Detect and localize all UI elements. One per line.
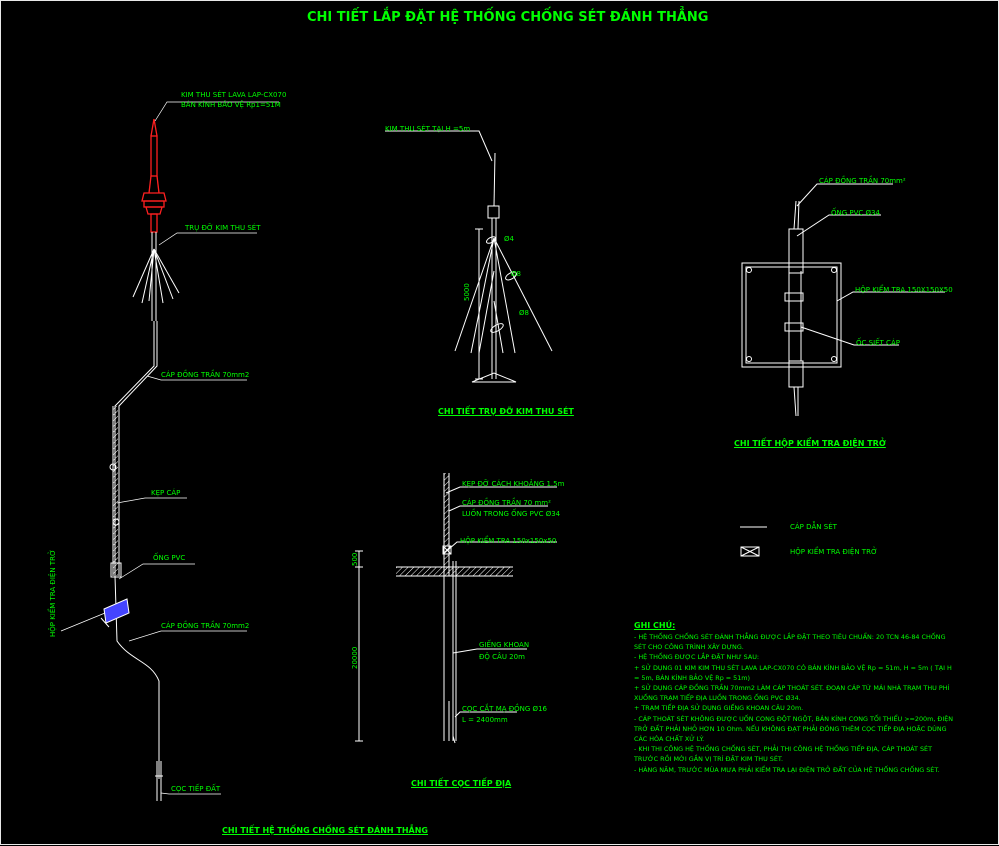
note-line: XUỐNG TRẠM TIẾP ĐỊA LUỒN TRONG ỐNG PVC Ø…	[634, 694, 801, 703]
ground-dim-top: 500	[351, 552, 359, 566]
note-line: TRƯỚC RỒI MỚI GẮN VỊ TRÍ ĐẶT KIM THU SÉT…	[634, 755, 784, 764]
mast-height-label: 5000	[463, 283, 471, 301]
test-box-left	[100, 598, 130, 628]
mast-left	[109, 232, 180, 801]
cable-top-label: CÁP ĐỒNG TRẦN 70mm2	[161, 371, 250, 379]
notes-block: GHI CHÚ: - HỆ THỐNG CHỐNG SÉT ĐÁNH THẲNG…	[634, 620, 974, 775]
note-line: - HỆ THỐNG CHỐNG SÉT ĐÁNH THẲNG ĐƯỢC LẮP…	[634, 633, 946, 641]
ground-dim-main: 20000	[351, 646, 359, 669]
box-label: HỘP KIỂM TRA 150X150X50	[855, 286, 953, 294]
cable-bottom-label: CÁP ĐỒNG TRẦN 70mm2	[161, 622, 250, 630]
system-caption: CHI TIẾT HỆ THỐNG CHỐNG SÉT ĐÁNH THẲNG	[222, 826, 428, 835]
mast-caption: CHI TIẾT TRỤ ĐỠ KIM THU SÉT	[438, 407, 574, 416]
mast-label: TRỤ ĐỠ KIM THU SÉT	[185, 224, 261, 232]
note-line: CÁC HÓA CHẤT XỬ LÝ.	[634, 735, 705, 744]
mast-rod-label: KIM THU SÉT TẠI H =5m	[385, 125, 471, 133]
mast-d1-label: Ø4	[504, 235, 514, 243]
note-line: - CÁP THOÁT SÉT KHÔNG ĐƯỢC UỐN CONG ĐỘT …	[634, 714, 954, 723]
legend-box-label: HỘP KIỂM TRA ĐIỆN TRỞ	[790, 548, 878, 556]
ground-conduit-label: LUỒN TRONG ỐNG PVC Ø34	[462, 510, 561, 518]
note-line: = 5m, BÁN KÍNH BẢO VỆ Rp = 51m)	[634, 673, 751, 682]
ground-rod-label: CỌC TIẾP ĐẤT	[171, 785, 221, 793]
note-line: - KHI THI CÔNG HỆ THỐNG CHỐNG SÉT, PHẢI …	[634, 745, 932, 754]
lightning-rod-red	[141, 118, 167, 233]
box-screw-label: ỐC SIẾT CÁP	[856, 339, 900, 347]
pvc-label: ỐNG PVC	[153, 554, 186, 562]
ground-well-label-1: GIẾNG KHOAN	[479, 641, 530, 649]
note-line: + SỬ DỤNG CÁP ĐỒNG TRẦN 70mm2 LÀM CÁP TH…	[634, 684, 950, 693]
box-detail-lines	[741, 183, 945, 417]
mast-detail-lines	[385, 130, 553, 383]
rod-label-1: KIM THU SÉT LAVA LAP-CX070	[181, 91, 287, 99]
drawing-title: CHI TIẾT LẮP ĐẶT HỆ THỐNG CHỐNG SÉT ĐÁNH…	[307, 10, 709, 25]
leaders-left	[60, 101, 279, 795]
legend-lines	[740, 526, 767, 557]
ground-caption: CHI TIẾT CỌC TIẾP ĐỊA	[411, 779, 512, 788]
ground-well-label-2: ĐỘ CÂU 20m	[479, 653, 525, 661]
notes-heading: GHI CHÚ:	[634, 621, 676, 630]
test-box-vertical-label: HỘP KIỂM TRA ĐIỆN TRỞ	[49, 549, 57, 637]
ground-detail-lines	[355, 473, 557, 744]
mast-d2-label: Ø8	[511, 270, 521, 278]
note-line: - HỆ THỐNG ĐƯỢC LẮP ĐẶT NHƯ SAU:	[634, 653, 760, 662]
ground-box-label: HỘP KIỂM TRA 150x150x50	[460, 537, 557, 545]
mast-d3-label: Ø8	[519, 309, 529, 317]
ground-rod-label-2: L = 2400mm	[462, 716, 508, 724]
rod-label-2: BÁN KÍNH BẢO VỆ Rp1=51M	[181, 101, 281, 109]
ground-spacer-label: KẸP ĐỠ CÁCH KHOẢNG 1.5m	[462, 480, 565, 488]
legend-line-label: CÁP DẪN SÉT	[790, 523, 837, 531]
box-cable-label: CÁP ĐỒNG TRẦN 70mm²	[819, 177, 906, 185]
note-line: + TRẠM TIẾP ĐỊA SỬ DỤNG GIẾNG KHOAN CÂU …	[634, 704, 804, 713]
ground-rod-label-1: CỌC CẮT MẠ ĐỒNG Ø16	[462, 705, 547, 713]
box-caption: CHI TIẾT HỘP KIỂM TRA ĐIỆN TRỞ	[734, 439, 886, 448]
note-line: SÉT CHO CÔNG TRÌNH XÂY DỰNG.	[634, 643, 744, 652]
note-line: - HÀNG NĂM, TRƯỚC MÙA MƯA PHẢI KIỂM TRA …	[634, 765, 940, 774]
note-line: TRỞ ĐẤT PHẢI NHỎ HƠN 10 Ohm. NẾU KHÔNG Đ…	[634, 724, 947, 733]
ground-cable-label: CÁP ĐỒNG TRẦN 70 mm²	[462, 499, 551, 507]
clamp-label: KẸP CÁP	[151, 489, 181, 497]
note-line: + SỬ DỤNG 01 KIM KIM THU SÉT LAVA LAP-CX…	[634, 663, 952, 672]
box-pvc-label: ỐNG PVC Ø34	[831, 209, 880, 217]
